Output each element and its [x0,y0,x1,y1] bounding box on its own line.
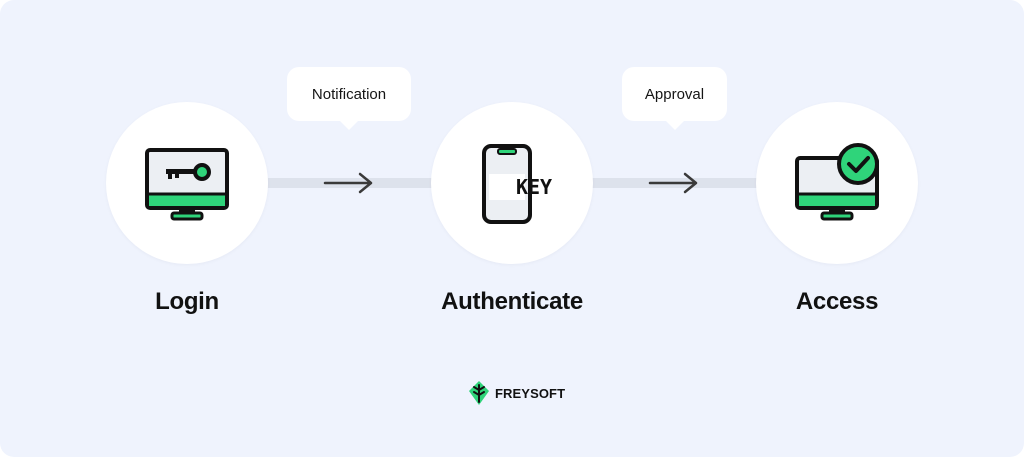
phone-key-text: KEY [516,175,552,199]
brand-name: FREYSOFT [495,385,566,401]
step-node-authenticate: KEY [431,102,593,264]
transition-label-approval: Approval [622,67,727,130]
arrow-right-icon [648,172,698,194]
monitor-key-icon [145,148,229,221]
monitor-check-icon [795,143,879,221]
step-label-access: Access [795,288,879,315]
step-label-authenticate: Authenticate [441,288,583,315]
transition-label-text: Notification [311,85,387,103]
freysoft-logo-icon [469,381,489,405]
transition-label-text: Approval [644,85,705,103]
transition-label-notification: Notification [287,67,411,130]
phone-key-icon: KEY [482,144,552,224]
step-label-login: Login [155,288,219,315]
brand-logo: FREYSOFT [468,380,565,406]
step-node-login [106,102,268,264]
arrow-right-icon [323,172,373,194]
step-node-access [756,102,918,264]
